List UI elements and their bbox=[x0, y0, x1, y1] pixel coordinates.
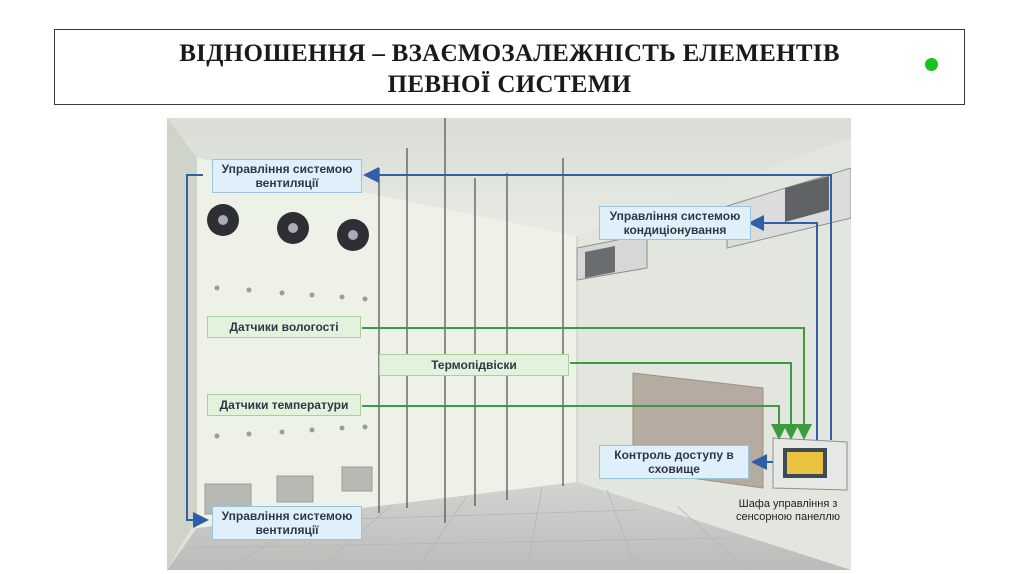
fan-icons bbox=[207, 204, 369, 251]
label-vent-bottom: Управління системою вентиляції bbox=[212, 506, 362, 540]
label-humidity: Датчики вологості bbox=[207, 316, 361, 338]
left-side-wall bbox=[167, 118, 197, 570]
warehouse-diagram: Управління системою вентиляції Управлінн… bbox=[167, 118, 851, 570]
title-line-2: ПЕВНОЇ СИСТЕМИ bbox=[387, 71, 632, 98]
label-vent-top: Управління системою вентиляції bbox=[212, 159, 362, 193]
back-wall bbox=[197, 158, 577, 528]
label-ac: Управління системою кондиціонування bbox=[599, 206, 751, 240]
bullet-dot bbox=[925, 58, 938, 71]
ceiling bbox=[167, 118, 851, 236]
label-cabinet: Шафа управління з сенсорною панеллю bbox=[735, 498, 841, 523]
title-box: ВІДНОШЕННЯ – ВЗАЄМОЗАЛЕЖНІСТЬ ЕЛЕМЕНТІВ … bbox=[54, 29, 965, 105]
label-thermo: Термопідвіски bbox=[379, 354, 569, 376]
page-title: ВІДНОШЕННЯ – ВЗАЄМОЗАЛЕЖНІСТЬ ЕЛЕМЕНТІВ … bbox=[55, 38, 964, 100]
label-access: Контроль доступу в сховище bbox=[599, 445, 749, 479]
label-temperature: Датчики температури bbox=[207, 394, 361, 416]
control-cabinet bbox=[772, 437, 848, 491]
floor bbox=[167, 482, 851, 570]
title-line-1: ВІДНОШЕННЯ – ВЗАЄМОЗАЛЕЖНІСТЬ ЕЛЕМЕНТІВ bbox=[179, 40, 840, 67]
